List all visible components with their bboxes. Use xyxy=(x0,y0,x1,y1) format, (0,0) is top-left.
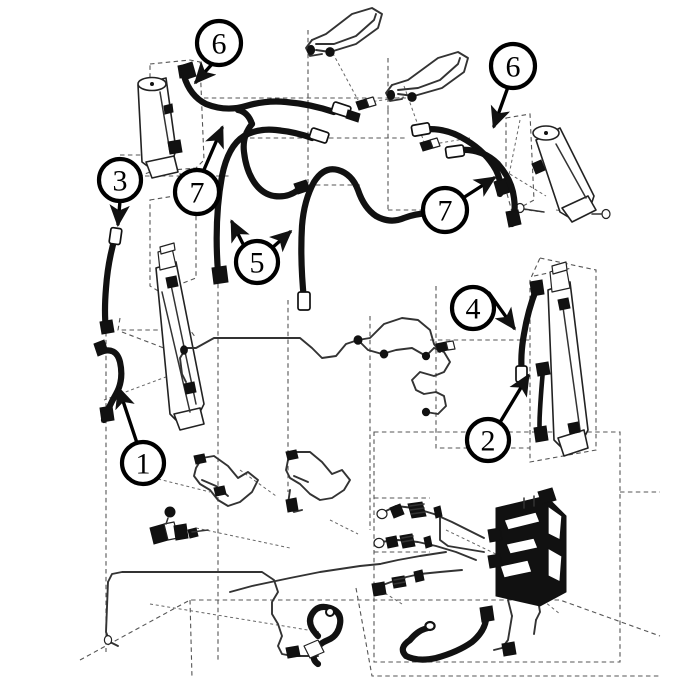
inline-fittings-upper xyxy=(355,96,441,152)
control-valve-block xyxy=(487,487,567,607)
callout-5[interactable]: 5 xyxy=(233,238,281,286)
callout-2[interactable]: 2 xyxy=(464,416,512,464)
callout-6-right[interactable]: 6 xyxy=(488,41,538,91)
callout-6-left-label: 6 xyxy=(212,28,227,61)
callout-4[interactable]: 4 xyxy=(449,284,497,332)
callout-1[interactable]: 1 xyxy=(119,439,167,487)
lower-left-hydraulic-cylinder xyxy=(155,242,205,431)
callout-6-right-label: 6 xyxy=(506,51,521,84)
hose-item-2 xyxy=(533,361,551,443)
lower-right-hydraulic-cylinder xyxy=(547,261,589,457)
hose-item-5-a xyxy=(234,106,311,200)
fitting-cluster-mid-left xyxy=(149,506,209,545)
callout-circles: 6 6 3 7 7 5 4 2 xyxy=(96,18,538,487)
tube-top-loop-left xyxy=(305,7,383,57)
callout-3-label: 3 xyxy=(113,165,128,198)
callout-1-label: 1 xyxy=(136,448,151,481)
callout-7-left[interactable]: 7 xyxy=(172,167,222,217)
callout-5-label: 5 xyxy=(250,247,265,280)
callout-4-label: 4 xyxy=(466,293,481,326)
callout-7-right-label: 7 xyxy=(438,195,453,228)
upper-right-hydraulic-cylinder xyxy=(515,125,611,223)
hose-item-7-right xyxy=(444,144,522,228)
hose-valve-lower-left xyxy=(303,603,344,668)
callout-7-left-label: 7 xyxy=(190,177,205,210)
callout-6-left[interactable]: 6 xyxy=(194,18,244,68)
callout-2-label: 2 xyxy=(481,425,496,458)
tube-valve-feed-lower xyxy=(229,551,463,597)
callout-3[interactable]: 3 xyxy=(96,156,144,204)
tube-bracket-left xyxy=(193,453,259,507)
tube-bottom-long xyxy=(103,571,319,659)
tube-top-loop-right xyxy=(385,51,469,102)
tube-center-long xyxy=(179,317,456,417)
hose-item-6-left xyxy=(179,61,361,123)
hose-item-3 xyxy=(99,226,123,335)
callout-7-right[interactable]: 7 xyxy=(420,185,470,235)
hose-valve-lower-right xyxy=(399,605,495,663)
tube-valve-feed-mid xyxy=(373,533,477,561)
tube-bracket-right xyxy=(285,449,351,513)
hose-item-1 xyxy=(93,339,125,424)
tube-valve-feed-upper xyxy=(376,501,485,553)
